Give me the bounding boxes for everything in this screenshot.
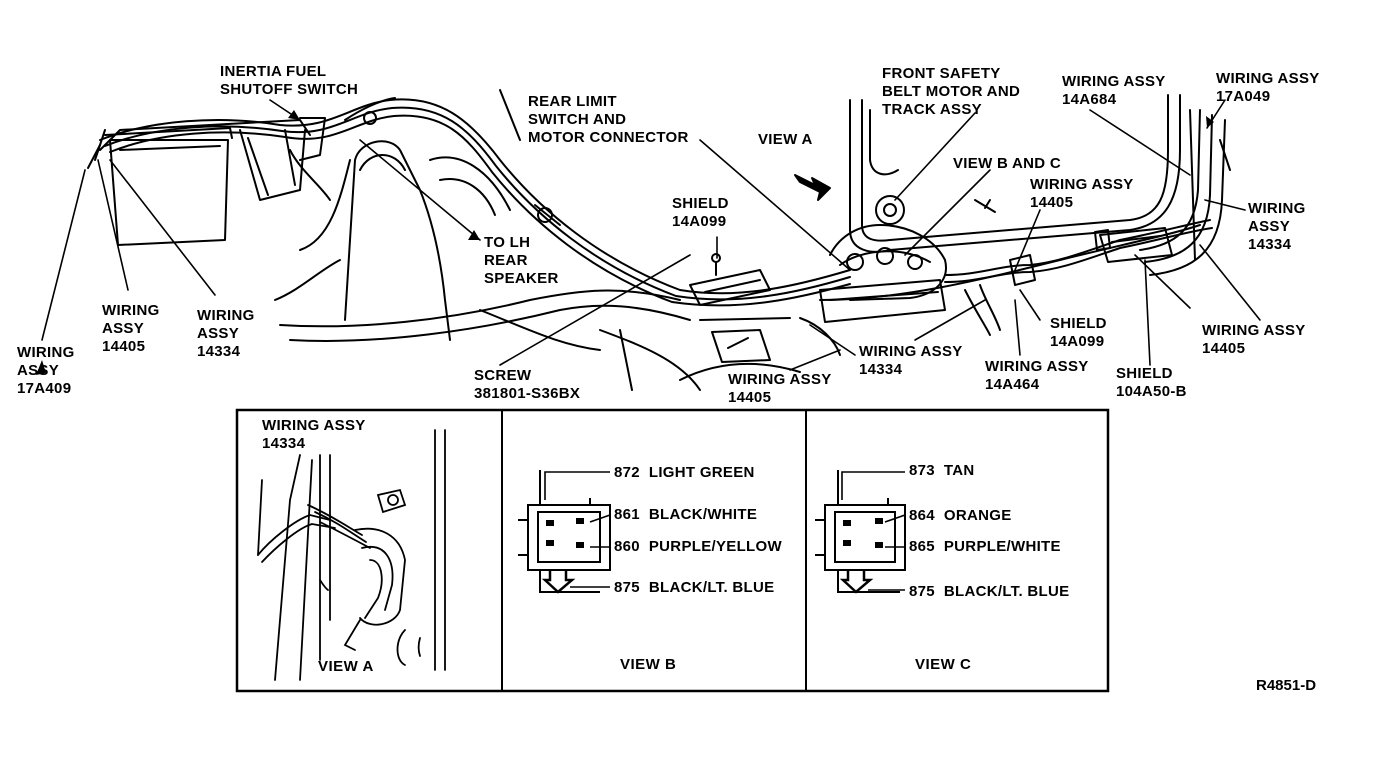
view-c-caption: VIEW C xyxy=(915,656,972,673)
view-b-pins xyxy=(546,518,584,548)
view-b-leaders xyxy=(544,471,611,588)
view-c-leaders xyxy=(841,471,906,591)
view-b-pin-1: 872 LIGHT GREEN xyxy=(614,464,755,481)
view-b-pin-2: 861 BLACK/WHITE xyxy=(614,506,758,523)
view-b-caption: VIEW B xyxy=(620,656,677,673)
label-view-a: VIEW A xyxy=(758,131,813,148)
view-b-connector xyxy=(518,470,611,594)
view-b-pin-4: 875 BLACK/LT. BLUE xyxy=(614,579,775,596)
leader-lines xyxy=(41,99,1261,371)
figure-id: R4851-D xyxy=(1256,677,1317,694)
right-harness xyxy=(944,219,1213,336)
view-c-pin-3: 865 PURPLE/WHITE xyxy=(909,538,1061,555)
retractor-tower xyxy=(274,140,511,341)
view-c-connector xyxy=(815,470,906,594)
view-c-pin-2: 864 ORANGE xyxy=(909,507,1012,524)
view-a-arrow xyxy=(794,174,831,201)
floor-contours xyxy=(279,89,1201,391)
view-b-pin-3: 860 PURPLE/YELLOW xyxy=(614,538,782,555)
view-c-pins xyxy=(843,518,883,548)
view-c-pin-1: 873 TAN xyxy=(909,462,975,479)
shield-14a099-left xyxy=(689,253,771,306)
view-a-caption: VIEW A xyxy=(318,658,374,675)
belt-motor-assembly xyxy=(819,195,947,323)
inset-frame xyxy=(235,408,1110,693)
label-view-b-and-c: VIEW B AND C xyxy=(953,155,1062,172)
arrowheads xyxy=(36,110,1214,375)
view-a-art xyxy=(257,429,446,681)
view-c-pin-4: 875 BLACK/LT. BLUE xyxy=(909,583,1070,600)
